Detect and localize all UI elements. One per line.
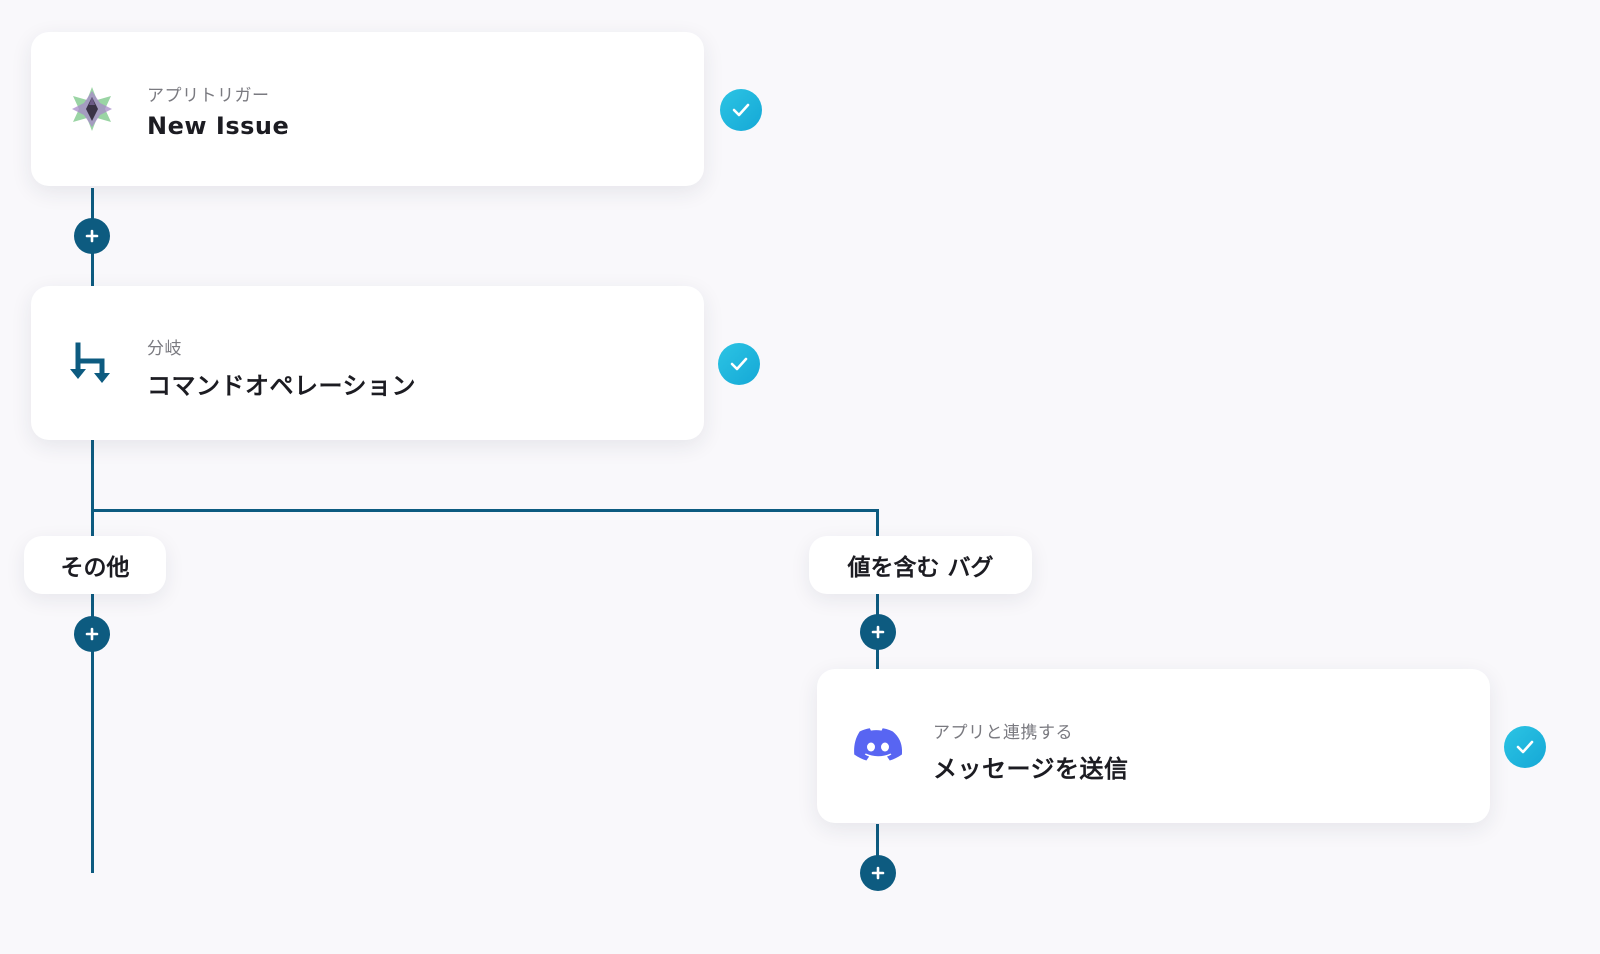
branch-label-bug[interactable]: 値を含む バグ — [809, 536, 1032, 594]
check-icon — [720, 89, 762, 131]
node-caption: アプリと連携する — [933, 723, 1073, 743]
branch-label-other[interactable]: その他 — [24, 536, 166, 594]
add-step-button[interactable] — [860, 614, 896, 650]
branch-icon — [67, 338, 117, 388]
plus-icon — [871, 625, 885, 639]
branch-card[interactable]: 分岐 コマンドオペレーション — [31, 286, 704, 440]
node-title: メッセージを送信 — [933, 755, 1129, 783]
trigger-card[interactable]: アプリトリガー New Issue — [31, 32, 704, 186]
connector-line — [876, 824, 879, 874]
app-star-icon — [67, 84, 117, 134]
branch-split-line — [91, 509, 879, 512]
node-caption: 分岐 — [147, 339, 182, 359]
discord-icon — [853, 721, 903, 771]
node-title: New Issue — [147, 112, 290, 140]
connector-line — [91, 440, 94, 873]
check-icon — [1504, 726, 1546, 768]
discord-action-card[interactable]: アプリと連携する メッセージを送信 — [817, 669, 1490, 823]
add-step-button[interactable] — [860, 855, 896, 891]
add-step-button[interactable] — [74, 218, 110, 254]
add-step-button[interactable] — [74, 616, 110, 652]
plus-icon — [85, 229, 99, 243]
plus-icon — [85, 627, 99, 641]
node-title: コマンドオペレーション — [147, 372, 417, 400]
plus-icon — [871, 866, 885, 880]
node-caption: アプリトリガー — [147, 86, 270, 106]
check-icon — [718, 343, 760, 385]
